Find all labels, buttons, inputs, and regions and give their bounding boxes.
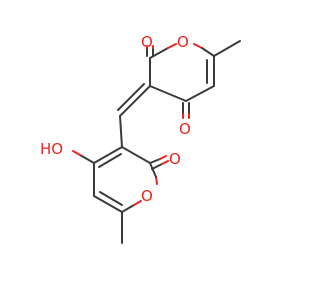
bond-o1p-c2p — [149, 162, 157, 178]
bond-o1-c6-upper-red — [193, 43, 203, 49]
bond-c2p-o-carbonyl-red — [159, 155, 167, 160]
bond-c2p-o-carbonyl-red-2 — [161, 160, 169, 165]
bond-c2p-o-carbonyl — [149, 158, 161, 164]
bond-c3p-c4p — [93, 146, 123, 164]
bond-methine-c3prime — [119, 115, 123, 148]
atom-o-ring-lower: O — [141, 187, 153, 205]
bond-o1-c6-upper — [201, 47, 215, 57]
atom-o-ketone-upper: O — [179, 120, 191, 138]
bond-c2-o1-upper-red — [167, 43, 177, 49]
bond-o1p-c2p-red — [155, 176, 158, 185]
molecule-drawing: O O O HO O O — [40, 33, 241, 244]
atom-o-carbonyl-lower: O — [169, 150, 181, 168]
bond-c6p-o1p — [121, 204, 135, 213]
bond-c4-c3-upper — [149, 85, 187, 102]
atom-o-carbonyl-upper: O — [141, 33, 153, 51]
bond-c5p-c6p — [93, 195, 123, 213]
bond-c3p-c4p-inner — [98, 153, 122, 168]
bond-c3-methine — [119, 85, 151, 117]
bond-c2p-c3p — [121, 146, 151, 164]
atom-o-hydroxyl: HO — [40, 140, 63, 158]
bond-c3-methine-inner — [117, 83, 145, 111]
bond-c6-methyl-upper — [213, 40, 241, 57]
bond-c4p-oh-red — [72, 150, 81, 156]
bond-c5-c4-upper — [185, 85, 215, 102]
structure-diagram: O O O HO O O — [40, 33, 241, 244]
bond-c2p-o-carbonyl-2 — [151, 163, 163, 170]
atom-o-ring-upper: O — [177, 33, 189, 51]
bond-c6p-o1p-red — [133, 200, 142, 206]
bond-c4p-oh — [79, 154, 95, 164]
bond-c5p-c6p-inner — [99, 191, 123, 206]
